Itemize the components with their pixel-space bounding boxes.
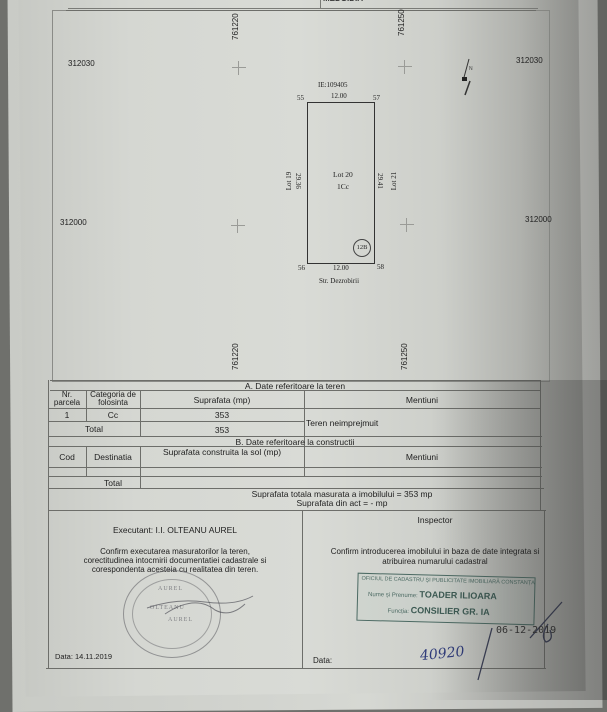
table-line <box>48 446 542 447</box>
neighbor-right: Lot 21 <box>390 171 399 191</box>
table-line <box>48 488 544 489</box>
table-border-bottom <box>46 668 546 669</box>
row-suprafata: 353 <box>214 410 230 420</box>
table-line <box>48 436 542 437</box>
grid-y-label-right-1: 312030 <box>516 56 543 65</box>
col-header-label: Categoria de folosinta <box>90 390 136 407</box>
col-mentiuni-b: Mentiuni <box>405 452 439 462</box>
grid-cross-icon <box>232 61 246 75</box>
row-categoria: Cc <box>107 410 119 420</box>
inspector-signature <box>477 601 563 681</box>
table-border-top <box>50 380 540 381</box>
grid-y-label-left-1: 312030 <box>68 59 95 68</box>
col-cod: Cod <box>59 452 75 462</box>
summary-act-area: Suprafata din act = - mp <box>296 498 388 508</box>
total-label-a: Total <box>85 424 103 434</box>
executant-date: Data: 14.11.2019 <box>55 652 112 661</box>
section-b-title: B. Date referitoare la constructii <box>235 437 355 447</box>
stamp-text: AUREL <box>158 586 183 592</box>
table-line <box>50 390 540 391</box>
svg-text:N: N <box>469 66 473 72</box>
row-mentiuni: Teren neimprejmuit <box>306 418 379 428</box>
col-line <box>302 510 303 668</box>
neighbor-left: Lot 19 <box>285 171 294 191</box>
north-arrow-icon: N <box>462 58 473 96</box>
table-line <box>48 467 542 468</box>
stamp-text: OLTEANU <box>150 605 185 611</box>
executant-title: Executant: I.I. OLTEANU AUREL <box>112 525 238 535</box>
inspector-date-label: Data: <box>313 656 333 665</box>
col-header-label: Nr. parcela <box>53 390 81 407</box>
inspector-confirm-2: atribuirea numarului cadastral <box>382 557 488 566</box>
executant-signature <box>146 595 254 615</box>
parcel-lot-label: Lot 20 <box>333 170 353 179</box>
stamp-text: AUREL <box>168 617 193 623</box>
point-55: 55 <box>297 94 304 102</box>
grid-x-label-bottom-1: 761220 <box>231 343 240 370</box>
inspector-title: Inspector <box>417 515 453 525</box>
table-border-right <box>540 380 541 510</box>
header-strip: MEDGIDIA <box>68 0 538 9</box>
side-bottom-length: 12.00 <box>333 264 349 272</box>
plan-top-border <box>66 10 536 11</box>
table-line <box>48 408 540 409</box>
stamp-office: OFICIUL DE CADASTRU ȘI PUBLICITATE IMOBI… <box>361 575 535 587</box>
grid-cross-icon <box>400 218 414 232</box>
col-categoria: Categoria de folosinta <box>86 391 140 407</box>
table-line <box>48 510 546 511</box>
executant-confirm-1: Confirm executarea masuratorilor la tere… <box>100 547 250 556</box>
parcel-category-label: 1Cc <box>337 182 350 191</box>
table-line <box>48 476 542 477</box>
total-value-a: 353 <box>214 425 230 435</box>
table-border-right <box>544 510 545 668</box>
col-suprafata-constr: Suprafata construita la sol (mp) <box>162 447 282 457</box>
grid-x-label-bottom-2: 761250 <box>400 343 409 370</box>
grid-y-label-right-2: 312000 <box>525 215 552 224</box>
grid-cross-icon <box>231 219 245 233</box>
table-border-left <box>48 380 49 668</box>
point-57: 57 <box>373 94 380 102</box>
col-destinatia: Destinatia <box>94 452 132 462</box>
parcel-outline[interactable] <box>307 102 375 264</box>
side-right-length: 29.41 <box>375 173 384 189</box>
summary-total-area: Suprafata totala masurata a imobilului =… <box>251 489 433 499</box>
stamp-role-label: Funcția: <box>387 608 410 616</box>
col-nr-parcela: Nr. parcela <box>48 391 86 407</box>
executant-confirm-2: corectitudinea intocmirii documentatiei … <box>83 556 267 565</box>
point-56: 56 <box>298 264 305 272</box>
grid-x-label-top-2: 761250 <box>397 9 406 36</box>
header-divider <box>320 0 321 8</box>
executant-confirm-3: corespondenta acesteia cu realitatea din… <box>91 565 259 574</box>
col-line <box>86 446 87 476</box>
stamp-name-label: Nume și Prenume: <box>368 591 418 600</box>
row-nr: 1 <box>64 410 70 420</box>
inspector-confirm-1: Confirm introducerea imobilului in baza … <box>330 547 540 556</box>
inspector-stamped-date: 06-12-2019 <box>496 625 557 636</box>
col-line <box>304 390 305 446</box>
col-line <box>304 446 305 476</box>
grid-x-label-top-1: 761220 <box>231 13 240 40</box>
grid-cross-icon <box>398 60 412 74</box>
col-line <box>140 446 141 488</box>
col-mentiuni: Mentiuni <box>405 395 439 405</box>
section-a-title: A. Date referitoare la teren <box>244 381 346 391</box>
grid-y-label-left-2: 312000 <box>60 218 87 227</box>
col-line <box>140 390 141 436</box>
col-line <box>86 390 87 421</box>
executant-round-stamp <box>123 570 221 658</box>
total-label-b: Total <box>104 478 122 488</box>
point-58: 58 <box>377 263 384 271</box>
col-suprafata: Suprafata (mp) <box>193 395 251 405</box>
street-name: Str. Dezrobirii <box>319 277 360 285</box>
side-left-length: 29.36 <box>293 173 302 189</box>
header-locality: MEDGIDIA <box>323 0 363 3</box>
table-line <box>48 421 304 422</box>
building-badge: 12B <box>353 239 371 257</box>
ie-label: IE:109405 <box>318 81 348 89</box>
side-top-length: 12.00 <box>331 92 347 100</box>
